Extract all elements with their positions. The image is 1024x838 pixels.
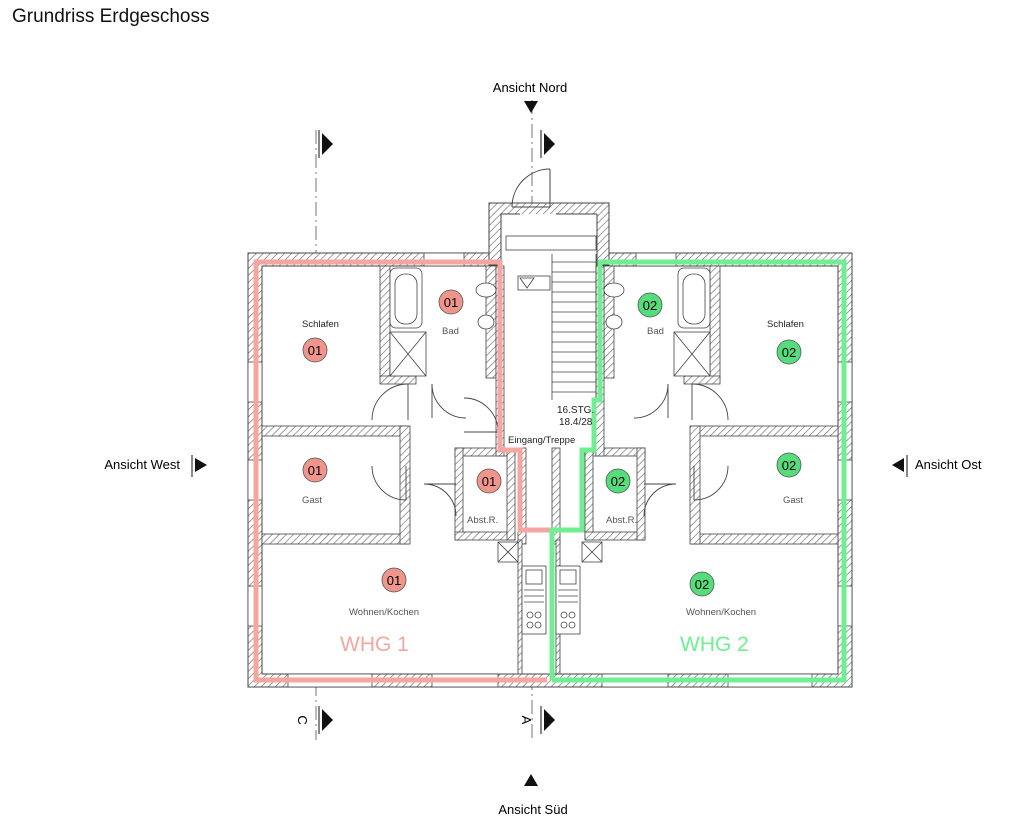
unit-badge: 02 [605, 468, 631, 494]
triangle-right-icon [544, 709, 555, 731]
triangle-down-icon [524, 101, 538, 113]
unit-badge: 01 [302, 337, 328, 363]
section-marker-top-c [318, 130, 333, 158]
triangle-right-icon [195, 458, 207, 472]
svg-text:Ansicht Ost: Ansicht Ost [915, 457, 982, 472]
svg-text:01: 01 [444, 295, 458, 310]
section-marker-top-a [540, 130, 555, 158]
view-marker-east: Ansicht Ost [892, 455, 982, 477]
kitchen-shafts [497, 541, 603, 635]
view-marker-west: Ansicht West [104, 455, 207, 477]
whg1-boundary [253, 259, 555, 683]
room-label-wohnen-2: Wohnen/Kochen [686, 607, 756, 618]
whg2-badges: 02 02 02 02 02 [605, 292, 802, 597]
room-label-schlafen-1: Schlafen [302, 319, 339, 330]
room-labels: Schlafen Bad Gast Abst.R. Wohnen/Kochen … [302, 319, 804, 618]
whg1-badges: 01 01 01 01 01 [302, 289, 502, 593]
svg-text:01: 01 [308, 463, 322, 478]
bath-fixtures [389, 267, 711, 377]
staircase [505, 235, 597, 400]
entrance-label: Eingang/Treppe [508, 435, 575, 446]
unit-badge: 01 [476, 468, 502, 494]
room-label-gast-2: Gast [783, 495, 803, 506]
section-marker-bottom-c: C [295, 706, 333, 734]
section-marker-bottom-a: A [519, 706, 555, 734]
svg-text:02: 02 [782, 345, 796, 360]
room-label-abst-1: Abst.R. [467, 515, 498, 526]
unit-badge: 02 [637, 292, 663, 318]
page-title: Grundriss Erdgeschoss [12, 6, 210, 27]
unit-badge: 02 [776, 452, 802, 478]
room-label-wohnen-1: Wohnen/Kochen [349, 607, 419, 618]
room-label-bad-1: Bad [442, 326, 459, 337]
room-label-abst-2: Abst.R. [606, 515, 637, 526]
svg-text:02: 02 [643, 298, 657, 313]
whg2-label: WHG 2 [680, 633, 749, 656]
svg-text:Ansicht Nord: Ansicht Nord [493, 80, 567, 95]
section-label-c: C [295, 715, 310, 724]
unit-badge: 02 [689, 571, 715, 597]
stairs-label-2: 18.4/28 [559, 417, 593, 428]
unit-badge: 02 [776, 339, 802, 365]
svg-text:Ansicht West: Ansicht West [104, 457, 180, 472]
svg-text:01: 01 [308, 343, 322, 358]
entrance-door [511, 168, 551, 208]
triangle-right-icon [544, 133, 555, 155]
triangle-right-icon [322, 133, 333, 155]
section-label-a: A [519, 716, 534, 725]
svg-text:Ansicht Süd: Ansicht Süd [498, 802, 567, 817]
stairs-label-1: 16.STG. [557, 405, 594, 416]
svg-text:01: 01 [482, 474, 496, 489]
view-marker-north: Ansicht Nord [493, 80, 567, 113]
svg-text:02: 02 [782, 458, 796, 473]
triangle-up-icon [524, 774, 538, 786]
whg2-boundary [549, 259, 847, 683]
room-label-schlafen-2: Schlafen [767, 319, 804, 330]
view-marker-south: Ansicht Süd [498, 774, 568, 817]
triangle-left-icon [892, 458, 904, 472]
doors [371, 383, 729, 517]
svg-text:02: 02 [611, 474, 625, 489]
whg1-label: WHG 1 [340, 633, 409, 656]
unit-badge: 01 [438, 289, 464, 315]
svg-text:01: 01 [387, 573, 401, 588]
room-label-gast-1: Gast [302, 495, 322, 506]
unit-badge: 01 [302, 457, 328, 483]
triangle-right-icon [322, 709, 333, 731]
unit-badge: 01 [381, 567, 407, 593]
svg-text:02: 02 [695, 577, 709, 592]
room-label-bad-2: Bad [647, 326, 664, 337]
